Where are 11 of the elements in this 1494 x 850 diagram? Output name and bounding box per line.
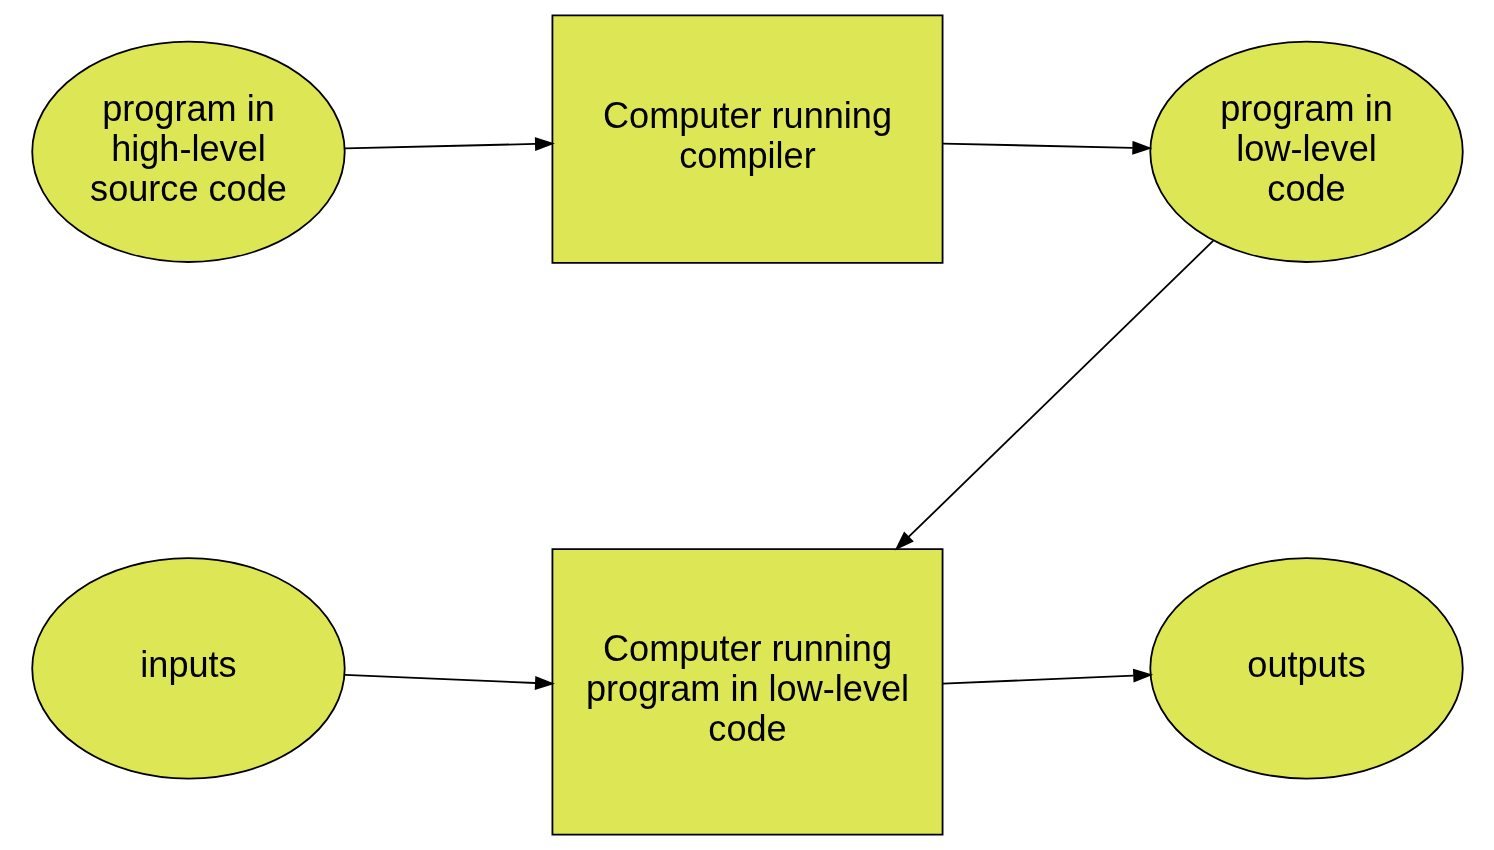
node-box: Computer running compiler	[551, 14, 943, 264]
node-ellipse: program in low-level code	[1148, 40, 1464, 263]
arrow	[941, 668, 1153, 685]
node-ellipse: inputs	[30, 557, 346, 780]
arrow	[941, 140, 1152, 155]
node-box: Computer running program in low-level code	[551, 548, 943, 836]
arrow	[343, 137, 555, 151]
node-ellipse: program in high-level source code	[30, 40, 346, 263]
arrow	[343, 674, 555, 690]
arrow	[894, 239, 1214, 551]
node-ellipse: outputs	[1148, 557, 1464, 780]
